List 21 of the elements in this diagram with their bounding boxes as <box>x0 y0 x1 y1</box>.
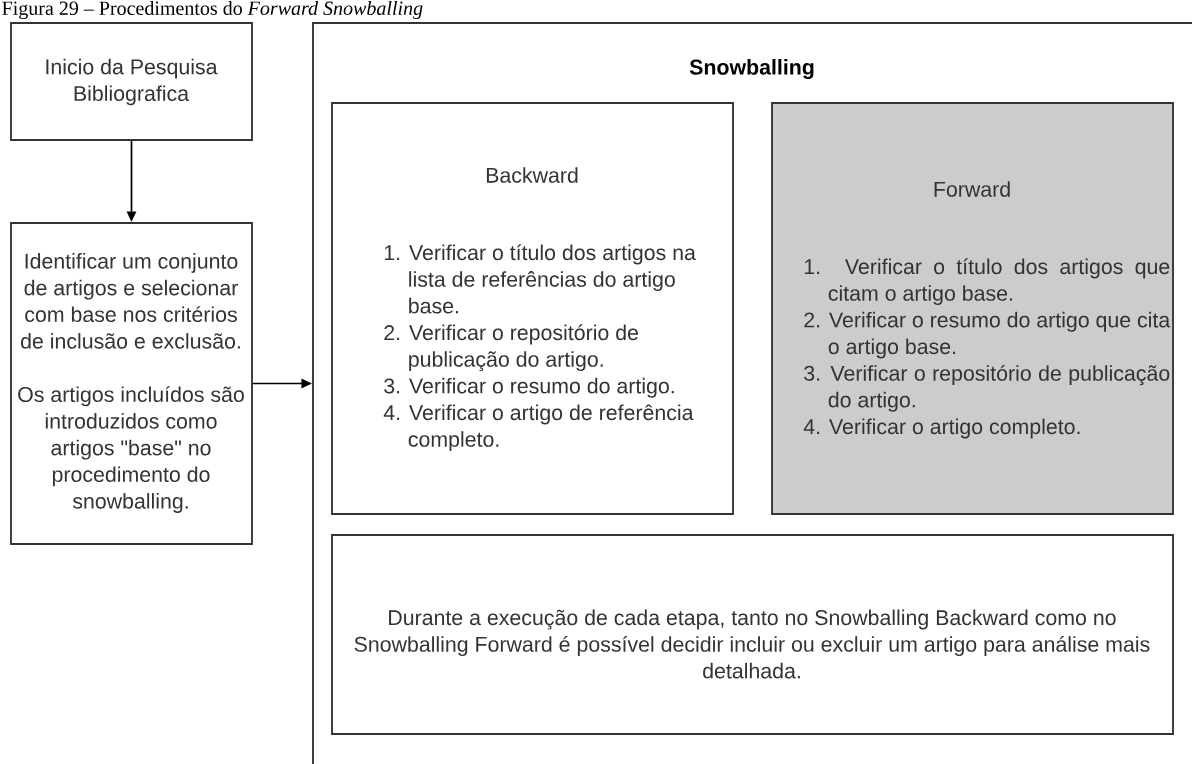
list-item: 1. Verificar o título dos artigos na lista de referências do artigo base. <box>384 244 696 314</box>
list-item: 1. Verificar o título dos artigos que citam o artigo base. <box>804 258 1170 306</box>
process-box <box>10 222 253 545</box>
list-item: 2. Verificar o repositório de publicação do artigo. <box>384 324 638 372</box>
panel-box <box>331 102 734 515</box>
note-box <box>331 534 1174 735</box>
box-text: Identificar um conjunto de artigos e selecionar com base nos critérios de inclusão e exclusão. <box>21 253 240 349</box>
box-title: Snowballing <box>689 59 814 79</box>
panel-box <box>771 102 1174 515</box>
box-text: Durante a execução de cada etapa, tanto no Snowballing Backward como no Snowballing Forward é possível decidir incluir ou excluir um artigo para análise mais detalhada. <box>354 609 1150 679</box>
box-text: Inicio da Pesquisa Bibliografica <box>46 58 218 106</box>
list-item: 4. Verificar o artigo completo. <box>803 418 1080 439</box>
list-item: 4. Verificar o artigo de referência completo. <box>383 404 694 452</box>
process-box <box>10 22 253 141</box>
panel-heading: Forward <box>934 181 1010 197</box>
list-item: 2. Verificar o resumo do artigo que cita o artigo base. <box>804 311 1171 359</box>
panel-heading: Backward <box>486 167 578 183</box>
box-text: Os artigos incluídos são introduzidos como artigos "base" no procedimento do snowballing. <box>18 386 244 513</box>
list-item: 3. Verificar o resumo do artigo. <box>384 377 674 398</box>
figure-caption: Figura 29 – Procedimentos do Forward Snowballing <box>2 0 423 20</box>
list-item: 3. Verificar o repositório de publicação do artigo. <box>804 364 1170 412</box>
